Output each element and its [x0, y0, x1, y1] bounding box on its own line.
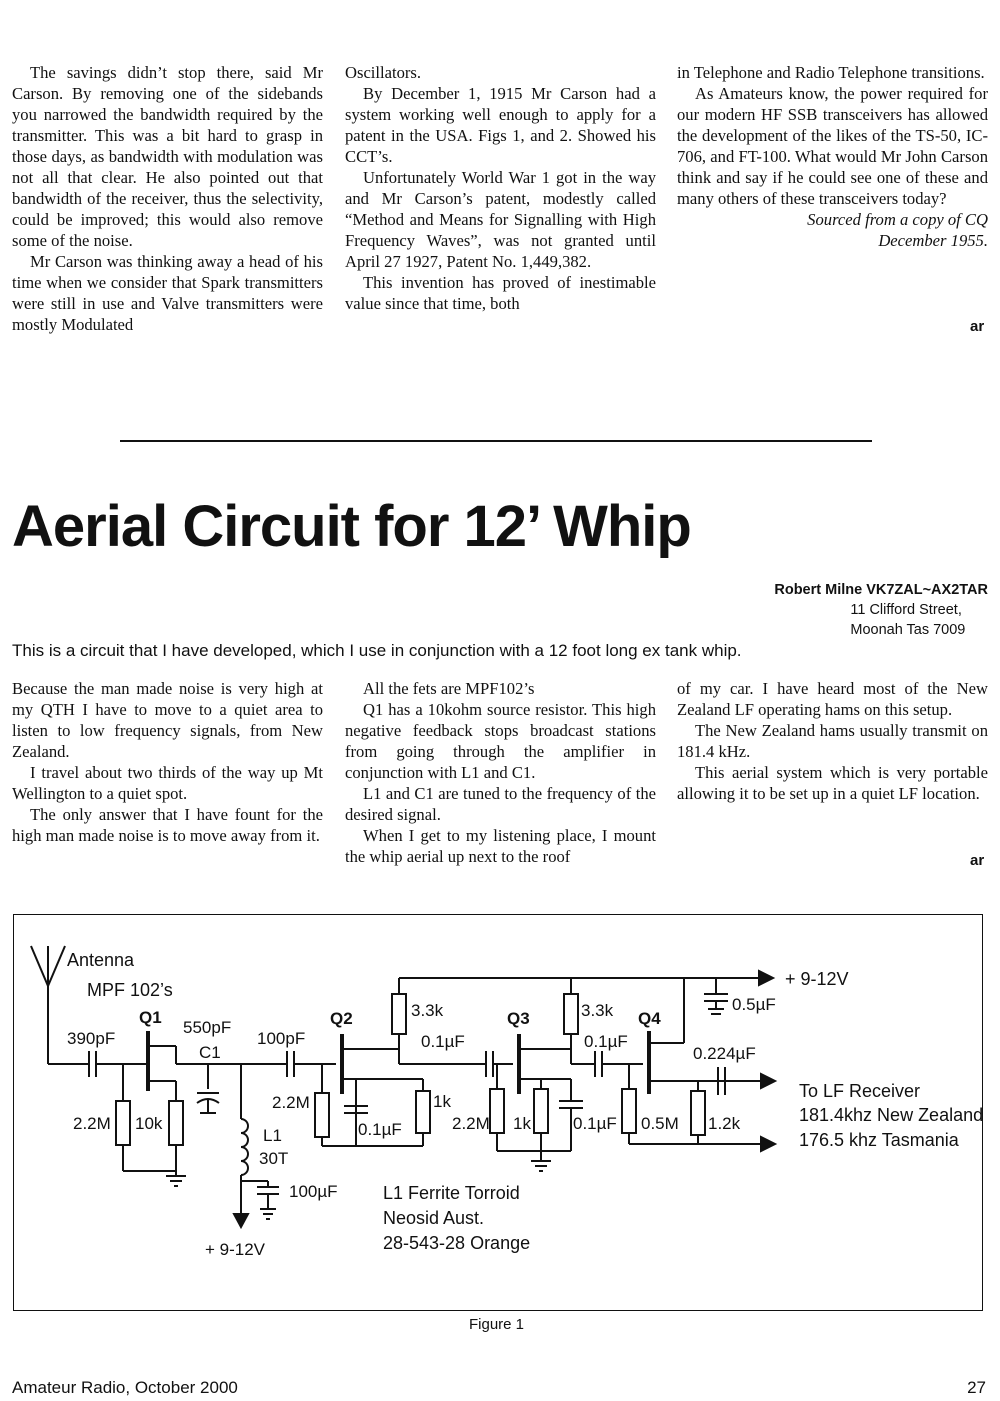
- paragraph: Q1 has a 10kohm source resistor. This hi…: [345, 700, 656, 782]
- paragraph: Because the man made noise is very high …: [12, 679, 323, 761]
- paragraph: I travel about two thirds of the way up …: [12, 763, 323, 803]
- paragraph: Unfortunately World War 1 got in the way…: [345, 168, 656, 271]
- label-q3: Q3: [507, 1009, 530, 1028]
- figure-frame: Antenna MPF 102’s Q1 390pF 550pF C1 100p…: [13, 914, 983, 1311]
- label-c100u: 100µF: [289, 1182, 338, 1201]
- label-r3k3-a: 3.3k: [411, 1001, 444, 1020]
- address-line: Moonah Tas 7009: [850, 622, 966, 638]
- article-column-3: of my car. I have heard most of the New …: [677, 678, 988, 804]
- label-q2: Q2: [330, 1009, 353, 1028]
- end-mark: ar: [970, 852, 985, 869]
- label-note-2: Neosid Aust.: [383, 1208, 484, 1228]
- paragraph: All the fets are MPF102’s: [363, 679, 535, 698]
- label-r1k-b: 1k: [513, 1114, 531, 1133]
- label-antenna: Antenna: [67, 950, 135, 970]
- paragraph: When I get to my listening place, I moun…: [345, 826, 656, 866]
- section-divider: [120, 440, 872, 442]
- label-output-1: To LF Receiver: [799, 1081, 920, 1101]
- paragraph: The New Zealand hams usually transmit on…: [677, 721, 988, 761]
- paragraph: This invention has proved of inestimable…: [345, 273, 656, 313]
- article-column-2: All the fets are MPF102’s Q1 has a 10koh…: [345, 678, 656, 867]
- paragraph: L1 and C1 are tuned to the frequency of …: [345, 784, 656, 824]
- label-fets: MPF 102’s: [87, 980, 173, 1000]
- label-r05m: 0.5M: [641, 1114, 679, 1133]
- label-r1k-a: 1k: [433, 1092, 451, 1111]
- label-note-1: L1 Ferrite Torroid: [383, 1183, 520, 1203]
- article-column-1: Because the man made noise is very high …: [12, 678, 323, 846]
- label-c01-b: 0.1µF: [421, 1032, 465, 1051]
- paragraph: Mr Carson was thinking away a head of hi…: [12, 252, 323, 334]
- paragraph: As Amateurs know, the power required for…: [677, 84, 988, 208]
- paragraph: This aerial system which is very portabl…: [677, 763, 988, 803]
- label-c05u: 0.5µF: [732, 995, 776, 1014]
- label-r1k2: 1.2k: [708, 1114, 741, 1133]
- end-mark: ar: [970, 318, 985, 335]
- paragraph: of my car. I have heard most of the New …: [677, 679, 988, 719]
- label-r2m2-a: 2.2M: [73, 1114, 111, 1133]
- label-c01-c: 0.1µF: [573, 1114, 617, 1133]
- paragraph: The only answer that I have fount for th…: [12, 805, 323, 845]
- source-line: December 1955.: [878, 231, 988, 250]
- prev-article-column-1: The savings didn’t stop there, said Mr C…: [12, 62, 323, 335]
- label-r3k3-b: 3.3k: [581, 1001, 614, 1020]
- circuit-schematic: Antenna MPF 102’s Q1 390pF 550pF C1 100p…: [30, 945, 983, 1259]
- prev-article-column-3: in Telephone and Radio Telephone transit…: [677, 62, 988, 251]
- label-c550: 550pF: [183, 1018, 231, 1037]
- label-c01-d: 0.1µF: [584, 1032, 628, 1051]
- label-c100p: 100pF: [257, 1029, 305, 1048]
- label-l1: L1: [263, 1126, 282, 1145]
- label-r2m2-c: 2.2M: [452, 1114, 490, 1133]
- paragraph: in Telephone and Radio Telephone transit…: [677, 63, 985, 82]
- label-output-2: 181.4khz New Zealand: [799, 1105, 983, 1125]
- antenna-symbol: [30, 945, 66, 1064]
- footer-publication: Amateur Radio, October 2000: [12, 1378, 238, 1397]
- label-r2m2-b: 2.2M: [272, 1093, 310, 1112]
- label-supply-bottom: + 9-12V: [205, 1240, 266, 1259]
- author: Robert Milne VK7ZAL~AX2TAR: [774, 582, 988, 598]
- paragraph: The savings didn’t stop there, said Mr C…: [12, 63, 323, 250]
- label-r10k: 10k: [135, 1114, 163, 1133]
- label-l1-turns: 30T: [259, 1149, 288, 1168]
- paragraph: By December 1, 1915 Mr Carson had a syst…: [345, 84, 656, 166]
- label-supply-top: + 9-12V: [785, 969, 849, 989]
- label-output-3: 176.5 khz Tasmania: [799, 1130, 960, 1150]
- article-title: Aerial Circuit for 12’ Whip: [12, 494, 692, 559]
- source-line: Sourced from a copy of CQ: [807, 210, 988, 229]
- label-q1: Q1: [139, 1008, 162, 1027]
- byline: Robert Milne VK7ZAL~AX2TAR 11 Clifford S…: [774, 580, 988, 640]
- label-c01-a: 0.1µF: [358, 1120, 402, 1139]
- label-note-3: 28-543-28 Orange: [383, 1233, 530, 1253]
- label-c0224: 0.224µF: [693, 1044, 756, 1063]
- page-number: 27: [967, 1378, 986, 1397]
- ground-symbol: [166, 1175, 186, 1187]
- label-c1: C1: [199, 1043, 221, 1062]
- label-q4: Q4: [638, 1009, 661, 1028]
- prev-article-column-2: Oscillators. By December 1, 1915 Mr Cars…: [345, 62, 656, 314]
- label-c390: 390pF: [67, 1029, 115, 1048]
- address-line: 11 Clifford Street,: [850, 602, 962, 618]
- figure-caption: Figure 1: [469, 1316, 525, 1333]
- article-intro: This is a circuit that I have developed,…: [12, 641, 742, 660]
- paragraph: Oscillators.: [345, 63, 422, 82]
